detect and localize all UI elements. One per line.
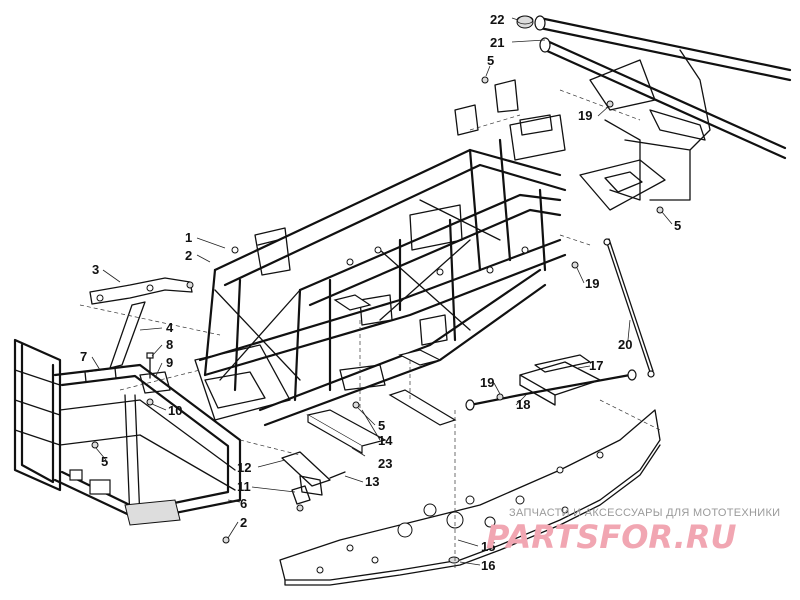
- callout-5-mid: 5: [378, 418, 385, 433]
- callout-19-low: 19: [480, 375, 494, 390]
- callout-15: 15: [481, 539, 495, 554]
- callout-23: 23: [378, 456, 392, 471]
- callout-5-rear: 5: [674, 218, 681, 233]
- callout-22: 22: [490, 12, 504, 27]
- callout-2-upper: 2: [185, 248, 192, 263]
- callout-20: 20: [618, 337, 632, 352]
- callout-5-bumper: 5: [101, 454, 108, 469]
- callout-21: 21: [490, 35, 504, 50]
- callout-6: 6: [240, 496, 247, 511]
- callout-labels: 22 21 5 19 5 1 2 3 19 4 8 7 9 20 17 19 1…: [80, 12, 681, 573]
- rear-skid-part: [465, 354, 637, 411]
- callout-19-mid: 19: [585, 276, 599, 291]
- callout-18: 18: [516, 397, 530, 412]
- callout-12: 12: [237, 460, 251, 475]
- bolt-part: [146, 352, 154, 379]
- fastener-16-part: [448, 556, 460, 564]
- callout-17: 17: [589, 358, 603, 373]
- callout-16: 16: [481, 558, 495, 573]
- foam-block-part: [306, 409, 387, 455]
- callout-19-top: 19: [578, 108, 592, 123]
- bracket-small-part: [291, 485, 311, 512]
- pad-part: [333, 294, 457, 426]
- callout-10: 10: [168, 403, 182, 418]
- callout-1: 1: [185, 230, 192, 245]
- assembly-guides: [79, 89, 661, 570]
- brace-part: [109, 301, 146, 369]
- callout-4: 4: [166, 320, 174, 335]
- mount-bracket-part: [139, 371, 171, 406]
- front-bracket-part: [89, 277, 193, 305]
- front-bumper-part: [13, 338, 242, 526]
- callout-11: 11: [237, 479, 251, 494]
- leader-lines: [91, 17, 673, 566]
- callout-7: 7: [80, 349, 87, 364]
- callout-5-top: 5: [487, 53, 494, 68]
- watermark: ЗАПЧАСТИ И АКСЕССУАРЫ ДЛЯ МОТОТЕХНИКИ PA…: [486, 507, 780, 556]
- main-skid-plate-part: [279, 409, 661, 586]
- callout-13: 13: [365, 474, 379, 489]
- bolt-13-part: [329, 471, 346, 479]
- main-frame-part: [194, 79, 567, 427]
- cap-part: [516, 15, 534, 29]
- watermark-logo: PARTSFOR.RU: [486, 518, 736, 556]
- callout-9: 9: [166, 355, 173, 370]
- fastener-group: [91, 76, 664, 544]
- callout-2-lower: 2: [240, 515, 247, 530]
- rear-rack-part: [534, 15, 792, 211]
- callout-3: 3: [92, 262, 99, 277]
- callout-14: 14: [378, 433, 393, 448]
- strut-rod-part: [603, 238, 655, 378]
- callout-8: 8: [166, 337, 173, 352]
- watermark-tagline: ЗАПЧАСТИ И АКСЕССУАРЫ ДЛЯ МОТОТЕХНИКИ: [509, 507, 780, 519]
